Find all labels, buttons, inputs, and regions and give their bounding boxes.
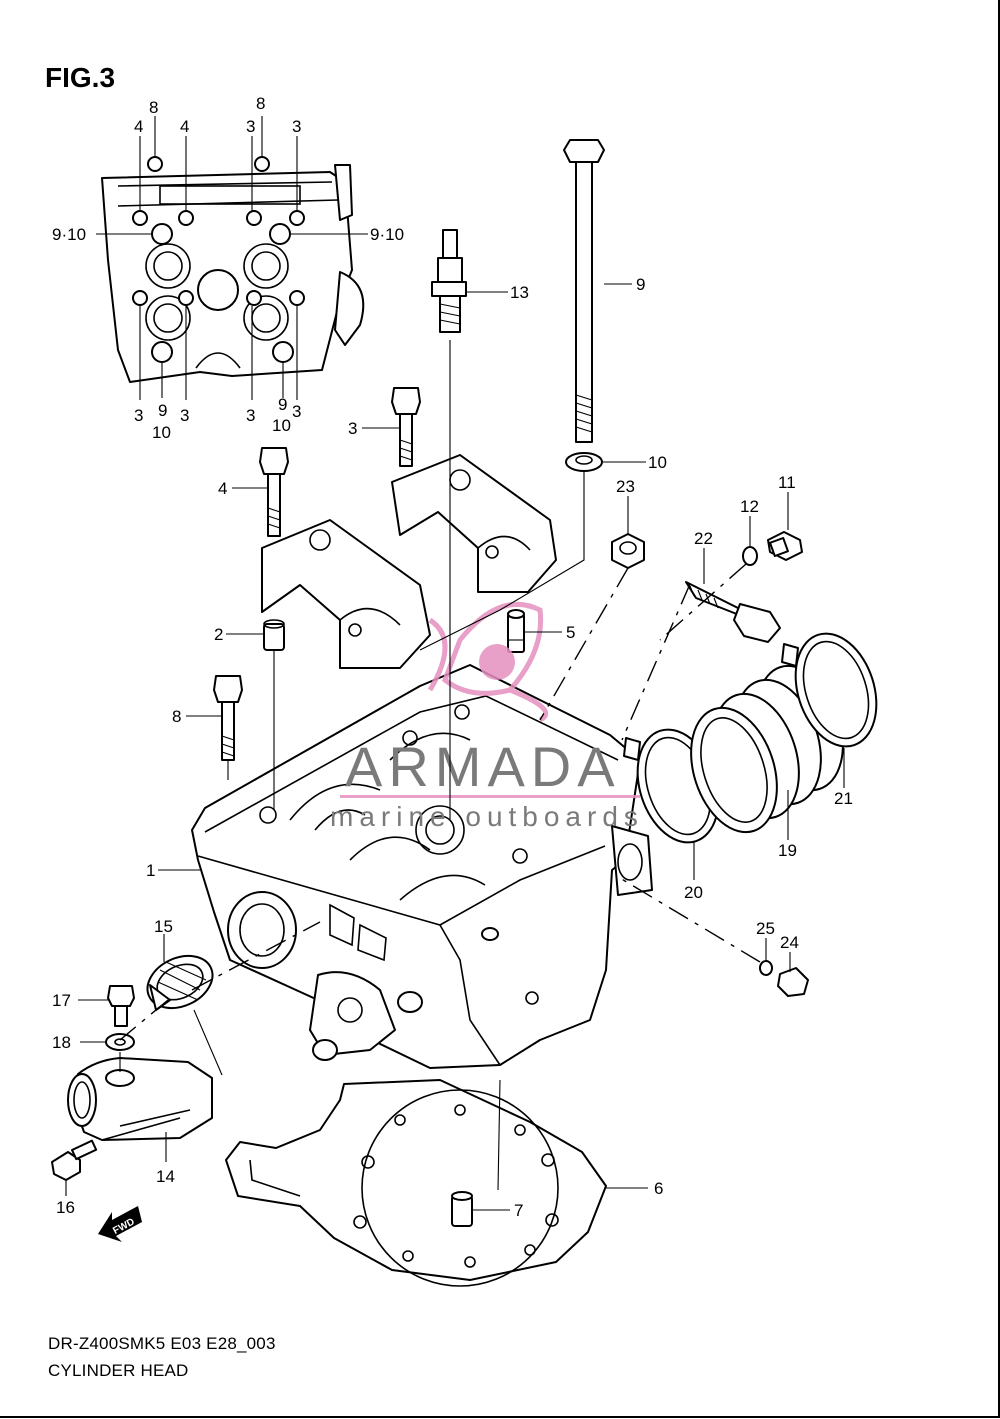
- inset-callout-9-10-left: 9·10: [52, 225, 86, 244]
- part-17-bolt: [107, 985, 135, 1027]
- callout-4: 4: [218, 479, 227, 498]
- part-8-bolt: [213, 675, 243, 761]
- part-6-head-gasket: [225, 1079, 607, 1287]
- inset-callout-bottom-9a: 9: [158, 401, 167, 420]
- callout-24: 24: [780, 933, 799, 952]
- callout-labels: 1 2 3 4 5 6 7 8 9 10 11 12 13 14 15 16 1…: [52, 94, 853, 1220]
- inset-callout-bottom-3b: 3: [180, 406, 189, 425]
- part-16-bolt: [51, 1139, 98, 1181]
- part-3-bolt: [391, 387, 421, 467]
- callout-10: 10: [648, 453, 667, 472]
- callout-16: 16: [56, 1198, 75, 1217]
- part-23-nut: [611, 533, 645, 569]
- model-code: DR-Z400SMK5 E03 E28_003: [48, 1334, 276, 1353]
- callout-15: 15: [154, 917, 173, 936]
- inset-callout-bottom-10b: 10: [272, 416, 291, 435]
- part-25-washer: [759, 960, 773, 976]
- part-14-thermostat-cover: [67, 1057, 213, 1141]
- callout-6: 6: [654, 1179, 663, 1198]
- callout-13: 13: [510, 283, 529, 302]
- leader-lines: [65, 283, 845, 1211]
- callout-17: 17: [52, 991, 71, 1010]
- callout-23: 23: [616, 477, 635, 496]
- callout-18: 18: [52, 1033, 71, 1052]
- part-11-bolt: [767, 531, 803, 561]
- watermark-tagline: marine outboards: [330, 801, 644, 832]
- camshaft-cap-front: [261, 519, 431, 669]
- part-5-plug: [507, 609, 525, 653]
- part-9-long-bolt: [563, 139, 605, 443]
- callout-9: 9: [636, 275, 645, 294]
- callout-12: 12: [740, 497, 759, 516]
- part-4-bolt: [259, 447, 289, 537]
- callout-8: 8: [172, 707, 181, 726]
- part-7-dowel: [451, 1191, 473, 1227]
- part-2-dowel: [263, 619, 285, 651]
- figure-title: FIG.3: [45, 62, 116, 93]
- inset-callout-bottom-3d: 3: [292, 402, 301, 421]
- inset-top-view: [96, 116, 368, 400]
- inset-callout-bottom-3a: 3: [134, 406, 143, 425]
- callout-2: 2: [214, 625, 223, 644]
- watermark-brand: ARMADA: [345, 735, 621, 798]
- inset-callout-4-right: 4: [180, 117, 189, 136]
- part-18-washer: [105, 1033, 135, 1051]
- camshaft-cap-rear: [391, 454, 557, 593]
- callout-1: 1: [146, 861, 155, 880]
- callout-21: 21: [834, 789, 853, 808]
- callout-11: 11: [778, 473, 796, 492]
- part-1-cylinder-head: [191, 664, 653, 1069]
- part-12-washer: [742, 546, 758, 566]
- callout-20: 20: [684, 883, 703, 902]
- part-13-spark-plug: [431, 229, 467, 333]
- inset-callout-9-10-right: 9·10: [370, 225, 404, 244]
- inset-callout-bottom-10a: 10: [152, 423, 171, 442]
- part-22-stud-bolt: [685, 581, 781, 643]
- inset-callout-3-left: 3: [246, 117, 255, 136]
- part-21-clamp: [781, 632, 878, 748]
- callout-3: 3: [348, 419, 357, 438]
- part-10-washer: [565, 452, 603, 472]
- callout-19: 19: [778, 841, 797, 860]
- callout-5: 5: [566, 623, 575, 642]
- callout-7: 7: [514, 1201, 523, 1220]
- callout-25: 25: [756, 919, 775, 938]
- callout-14: 14: [156, 1167, 175, 1186]
- fwd-arrow-icon: FWD: [98, 1206, 142, 1242]
- inset-callout-bottom-3c: 3: [246, 406, 255, 425]
- inset-callout-bottom-9b: 9: [278, 395, 287, 414]
- inset-callout-3-right: 3: [292, 117, 301, 136]
- inset-callout-8-right: 8: [256, 94, 265, 113]
- inset-callout-4-left: 4: [134, 117, 143, 136]
- callout-22: 22: [694, 529, 713, 548]
- inset-callout-8-left: 8: [149, 98, 158, 117]
- part-15-thermostat: [146, 954, 214, 1011]
- watermark-logo: [340, 601, 640, 798]
- part-24-bolt: [777, 967, 809, 997]
- diagram-caption: CYLINDER HEAD: [48, 1361, 189, 1380]
